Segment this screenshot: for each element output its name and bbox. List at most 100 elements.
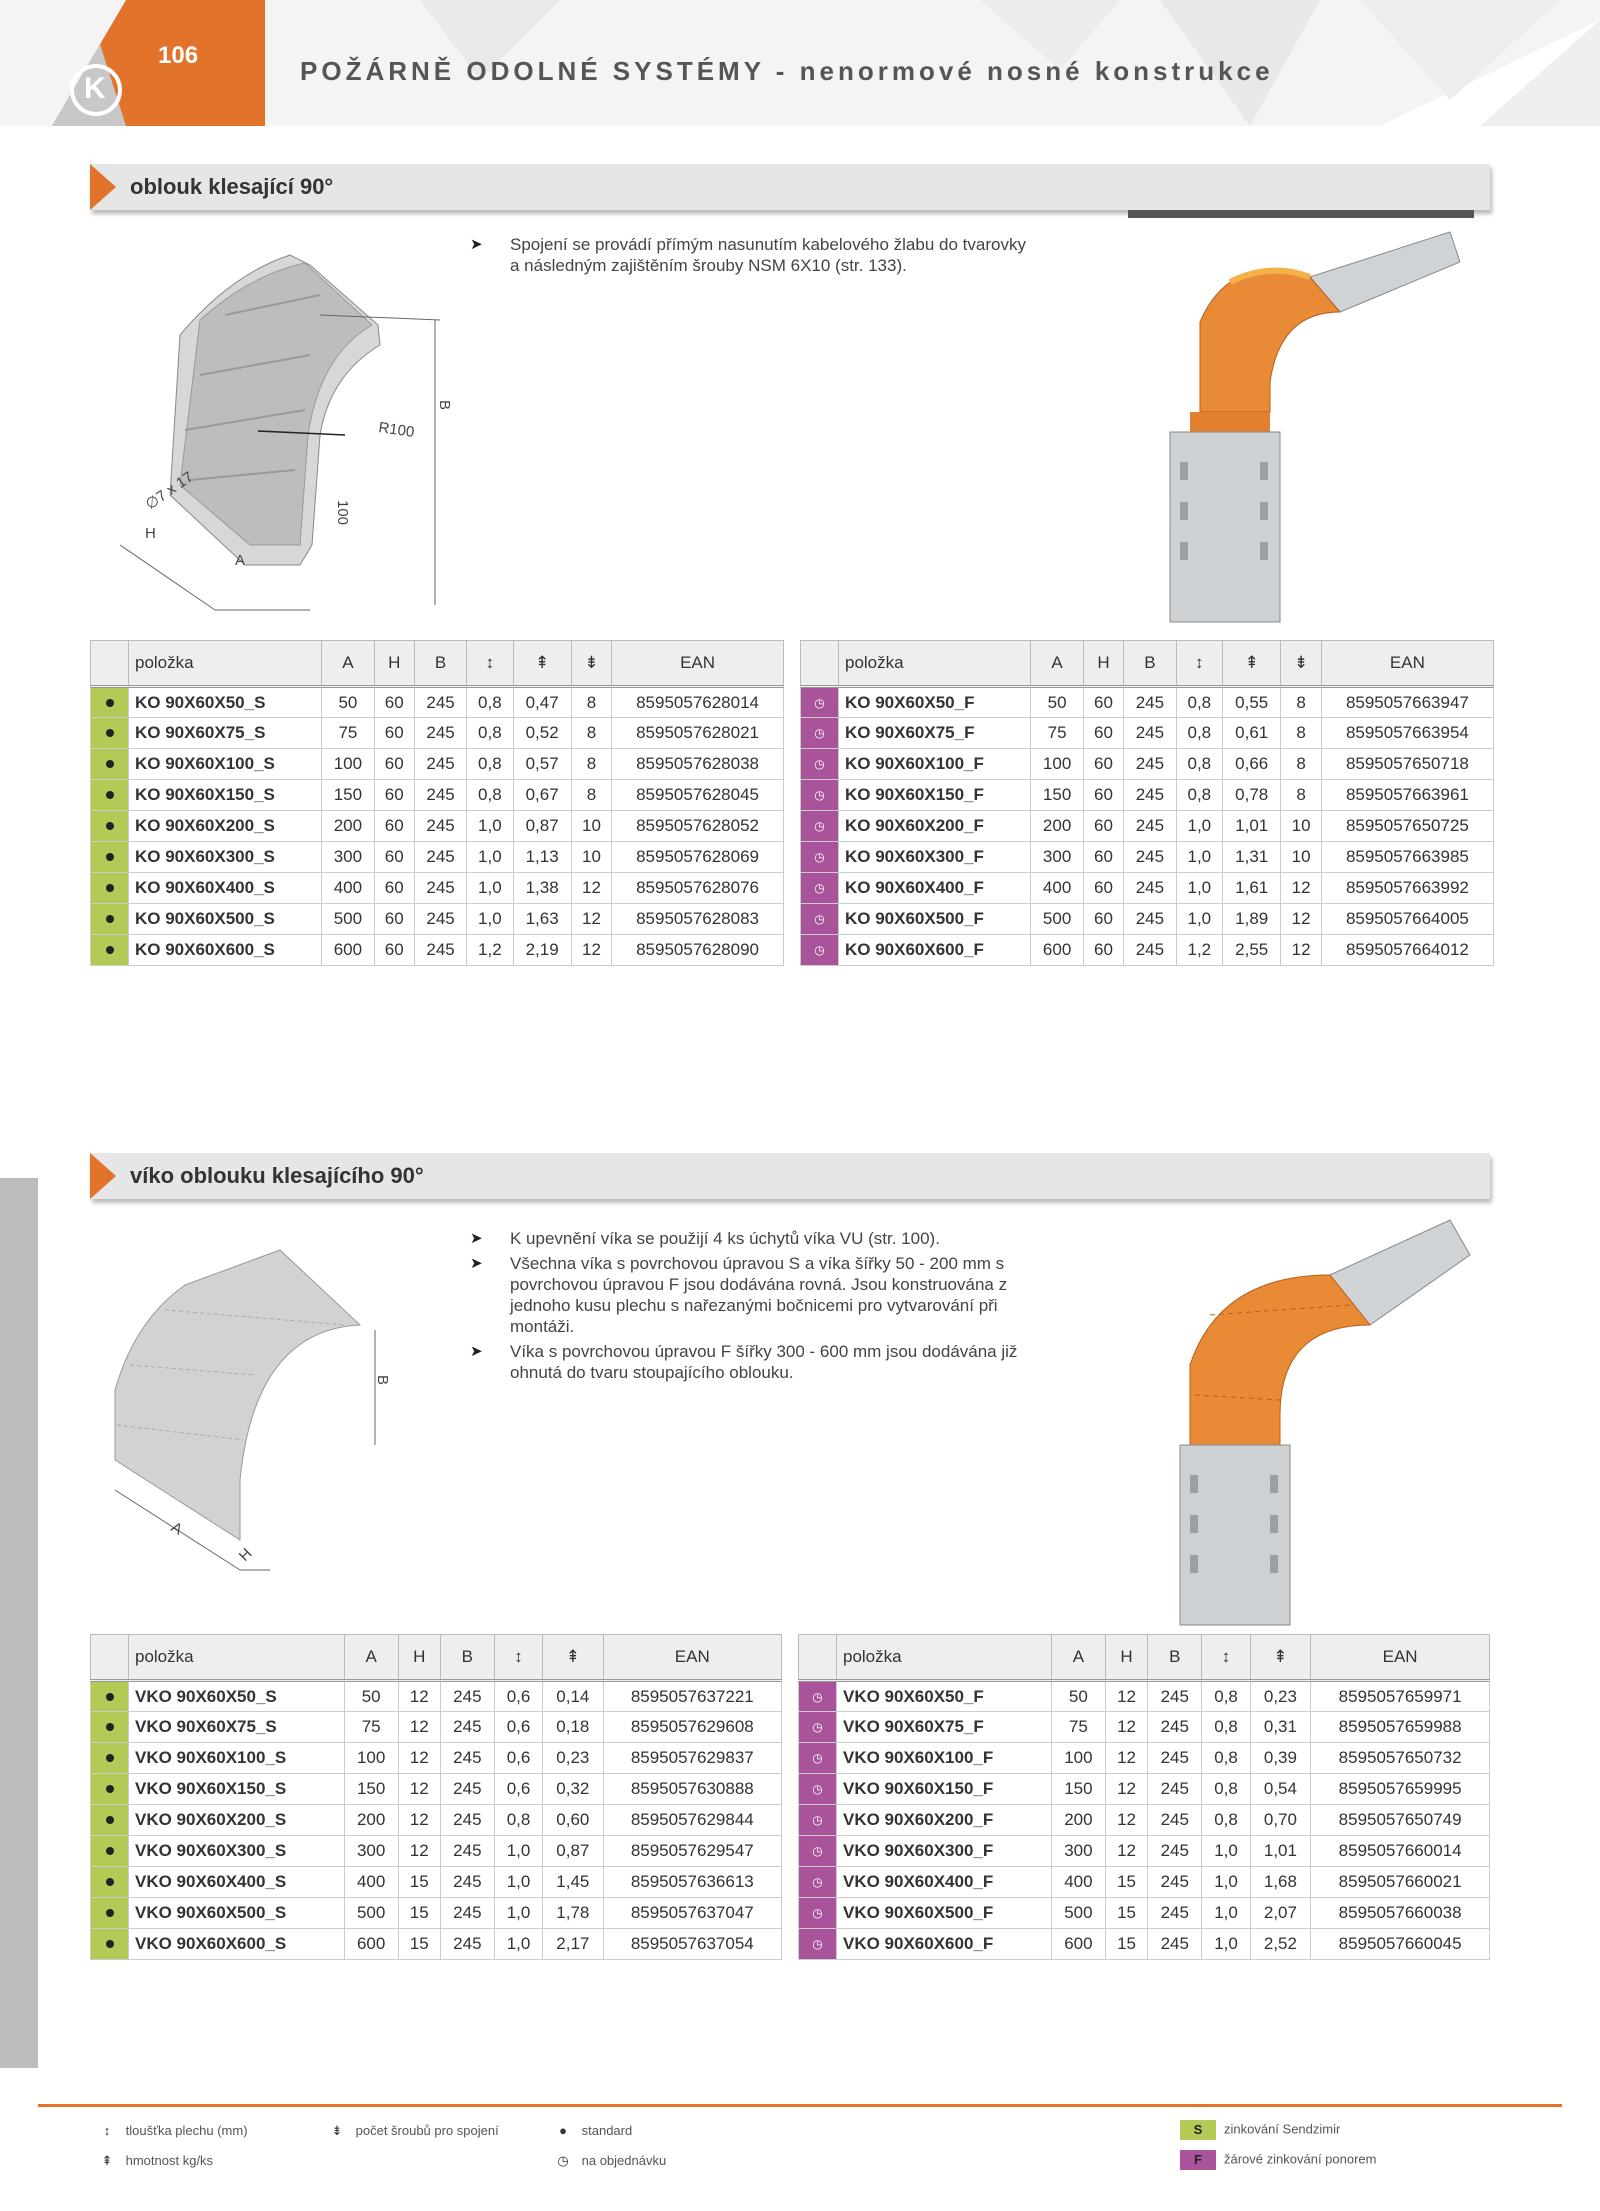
section-arrow-icon [90, 164, 116, 210]
item-code: KO 90X60X600_S [127, 934, 323, 966]
standard-marker [90, 1679, 129, 1712]
order-marker: ◷ [800, 685, 839, 718]
value-cell: 1,0 [1175, 872, 1224, 904]
value-cell: 0,8 [1201, 1804, 1251, 1836]
value-cell: 500 [343, 1897, 399, 1929]
value-cell: 2,17 [542, 1928, 604, 1960]
value-cell: 60 [373, 810, 415, 842]
value-cell: 75 [1030, 717, 1084, 749]
ean-cell: 8595057628083 [611, 903, 784, 935]
standard-marker [90, 810, 129, 842]
item-code: VKO 90X60X150_F [836, 1773, 1052, 1805]
value-cell: 1,0 [1201, 1866, 1251, 1898]
value-cell: 0,54 [1249, 1773, 1312, 1805]
value-cell: 245 [1123, 810, 1177, 842]
svg-text:100: 100 [334, 500, 351, 525]
standard-dot-icon [105, 822, 114, 830]
value-cell: 245 [439, 1742, 496, 1774]
value-cell: 12 [1105, 1773, 1149, 1805]
value-cell: 245 [413, 717, 468, 749]
ean-cell: 8595057663947 [1320, 685, 1495, 718]
svg-text:B: B [436, 400, 453, 410]
value-cell: 245 [439, 1835, 496, 1867]
value-cell: 200 [343, 1804, 399, 1836]
item-code: VKO 90X60X600_S [128, 1928, 345, 1960]
order-marker: ◷ [798, 1742, 837, 1774]
standard-dot-icon [105, 1692, 114, 1701]
value-cell: 12 [1105, 1742, 1149, 1774]
ean-cell: 8595057628021 [611, 717, 784, 749]
clock-icon: ◷ [814, 850, 825, 864]
value-cell: 1,63 [512, 903, 572, 935]
value-cell: 0,8 [466, 779, 514, 811]
value-cell: 60 [373, 748, 415, 780]
value-cell: 60 [1082, 717, 1125, 749]
standard-marker [90, 779, 129, 811]
standard-dot-icon [105, 1878, 114, 1886]
value-cell: 150 [1050, 1773, 1107, 1805]
ean-cell: 8595057664012 [1320, 934, 1495, 966]
value-cell: 10 [1280, 810, 1322, 842]
value-cell: 0,6 [493, 1679, 544, 1712]
standard-marker [90, 1866, 129, 1898]
value-cell: 8 [570, 779, 613, 811]
value-cell: 200 [321, 810, 375, 842]
value-cell: 245 [413, 779, 468, 811]
cover-technical-drawing: B A H [114, 1249, 391, 1571]
standard-dot-icon [105, 853, 114, 861]
value-cell: 1,0 [1175, 810, 1224, 842]
item-code: VKO 90X60X75_F [836, 1711, 1052, 1743]
ean-cell: 8595057663985 [1320, 841, 1495, 873]
value-cell: 245 [1123, 748, 1177, 780]
value-cell: 1,0 [1201, 1928, 1251, 1960]
value-cell: 60 [373, 872, 415, 904]
item-code: KO 90X60X600_F [837, 934, 1032, 966]
ean-cell: 8595057628090 [611, 934, 784, 966]
value-cell: 8 [570, 685, 613, 718]
section-title-bar-2: víko oblouku klesajícího 90° [90, 1153, 1490, 1199]
ean-cell: 8595057637047 [602, 1897, 783, 1929]
value-cell: 60 [1082, 903, 1125, 935]
ean-cell: 8595057663992 [1320, 872, 1495, 904]
value-cell: 1,0 [1175, 841, 1224, 873]
value-cell: 0,66 [1221, 748, 1282, 780]
standard-marker [90, 1928, 129, 1960]
legend-screws: ⇟ počet šroubů pro spojení [322, 2123, 499, 2139]
value-cell: 245 [1123, 872, 1177, 904]
header-background [0, 0, 1600, 126]
ean-cell: 8595057659995 [1310, 1773, 1490, 1805]
value-cell: 8 [1280, 748, 1322, 780]
item-code: VKO 90X60X400_F [836, 1866, 1052, 1898]
clock-icon: ◷ [814, 943, 825, 957]
value-cell: 0,57 [512, 748, 572, 780]
value-cell: 50 [1030, 685, 1084, 718]
ean-cell: 8595057660045 [1310, 1928, 1490, 1960]
value-cell: 1,01 [1249, 1835, 1312, 1867]
value-cell: 245 [1147, 1711, 1203, 1743]
value-cell: 1,2 [1175, 934, 1224, 966]
value-cell: 0,52 [512, 717, 572, 749]
value-cell: 12 [1280, 934, 1322, 966]
item-code: KO 90X60X100_S [127, 748, 323, 780]
value-cell: 100 [1030, 748, 1084, 780]
svg-text:R100: R100 [377, 419, 415, 441]
standard-dot-icon [105, 1816, 114, 1824]
value-cell: 12 [397, 1679, 441, 1712]
standard-marker [90, 1804, 129, 1836]
logo-icon: K [70, 64, 122, 116]
value-cell: 600 [1030, 934, 1084, 966]
section-arrow-icon [90, 1153, 116, 1199]
value-cell: 150 [321, 779, 375, 811]
